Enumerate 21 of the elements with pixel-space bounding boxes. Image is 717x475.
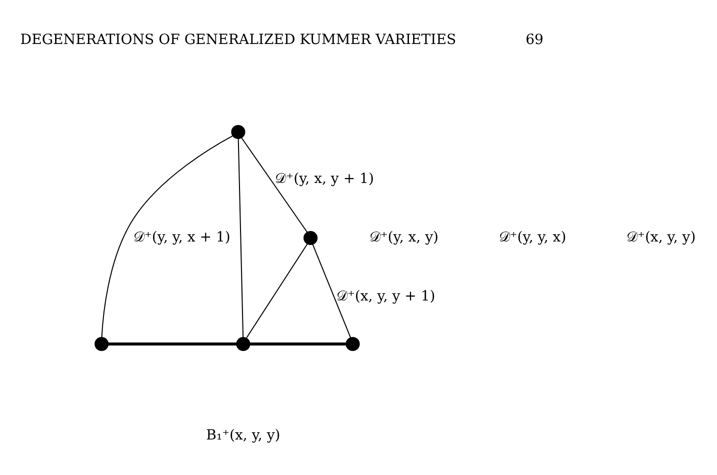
connector [238,138,244,337]
connector [246,243,308,338]
edge-label: 𝒟⁺(y, x, y + 1) [275,170,374,186]
label: 69 [526,31,544,48]
label: DEGENERATIONS OF GENERALIZED KUMMER VARIETIES [20,31,456,48]
node-circle [304,230,318,245]
label: 𝒟⁺(y, x, y) [369,229,439,246]
connector [108,342,237,345]
connector [250,342,346,345]
label: 𝒟⁺(y, y, x) [498,229,566,246]
node-circle [346,336,360,351]
connector [101,134,234,337]
edge-label: 𝒟⁺(y, y, x + 1) [133,229,230,246]
node-circle [236,336,250,351]
node-circle [94,336,109,351]
label: B₁⁺(x, y, y) [206,427,280,444]
label: 𝒟⁺(x, y, y) [626,229,696,246]
edge-label: 𝒟⁺(x, y, y + 1) [336,288,436,304]
connector [312,244,351,338]
node-circle [231,124,246,139]
connector [241,136,308,232]
